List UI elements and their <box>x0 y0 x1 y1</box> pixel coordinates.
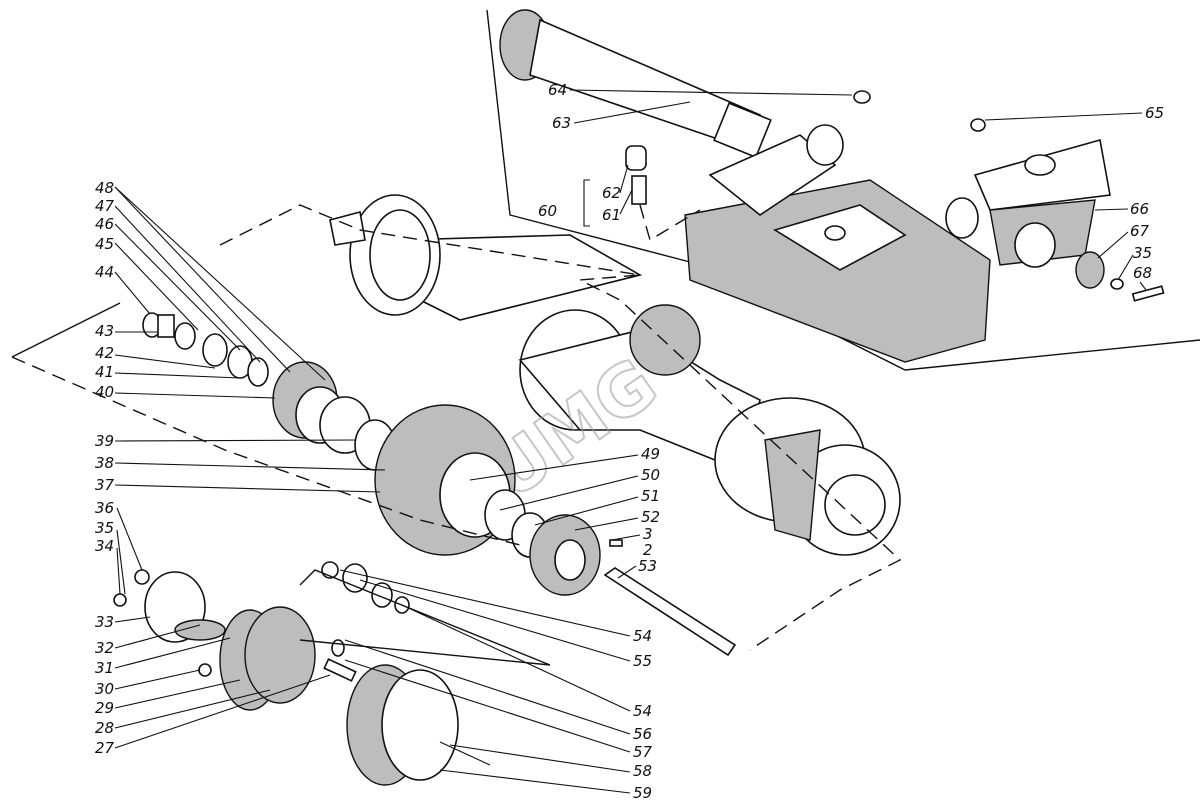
callout-57: 57 <box>633 743 653 761</box>
bolt-68 <box>1131 285 1165 302</box>
callout-61: 61 <box>602 206 621 224</box>
callout-46: 46 <box>95 215 114 233</box>
callout-60: 60 <box>538 202 557 220</box>
cover-67 <box>1075 251 1105 289</box>
callout-56: 56 <box>633 725 652 743</box>
assembly-line <box>299 569 551 666</box>
callout-67: 67 <box>1130 222 1150 240</box>
callout-55: 55 <box>633 652 652 670</box>
planetary-assembly <box>113 561 459 786</box>
breather-cap <box>625 145 647 171</box>
axle-housing <box>329 194 901 556</box>
assembly-line <box>11 302 121 358</box>
callout-63: 63 <box>552 114 571 132</box>
callout-35-right: 35 <box>1133 244 1152 262</box>
callout-48: 48 <box>95 179 114 197</box>
callout-68: 68 <box>1133 264 1152 282</box>
callout-64: 64 <box>548 81 567 99</box>
callout-59: 59 <box>633 784 652 802</box>
callout-54-upper: 54 <box>633 627 652 645</box>
callout-53: 53 <box>638 557 657 575</box>
callout-3: 3 <box>643 525 653 543</box>
axle-support <box>684 124 1111 363</box>
callout-27: 27 <box>95 739 115 757</box>
callout-58: 58 <box>633 762 652 780</box>
callout-40: 40 <box>95 383 114 401</box>
callout-2: 2 <box>643 541 653 559</box>
callout-37: 37 <box>95 476 115 494</box>
callout-31: 31 <box>95 659 114 677</box>
callout-36: 36 <box>95 499 114 517</box>
callout-28: 28 <box>95 719 114 737</box>
assembly-line <box>11 356 521 546</box>
grease-fitting-64 <box>853 90 871 104</box>
callout-35: 35 <box>95 519 114 537</box>
callout-32: 32 <box>95 639 114 657</box>
callout-41: 41 <box>95 363 114 381</box>
callout-50: 50 <box>641 466 660 484</box>
cardan-shaft <box>499 9 772 159</box>
washer-35 <box>1110 278 1124 290</box>
callout-66: 66 <box>1130 200 1149 218</box>
breather-body <box>631 175 647 205</box>
callout-44: 44 <box>95 263 114 281</box>
callout-54-lower: 54 <box>633 702 652 720</box>
callout-43: 43 <box>95 322 114 340</box>
callout-62: 62 <box>602 184 621 202</box>
callout-51: 51 <box>641 487 660 505</box>
wheel-hub-assembly <box>142 312 737 657</box>
callout-29: 29 <box>95 699 114 717</box>
callout-39: 39 <box>95 432 114 450</box>
callout-34: 34 <box>95 537 114 555</box>
callouts: 64 63 65 62 60 61 66 67 35 68 48 47 46 4… <box>95 81 1164 802</box>
assembly-line <box>639 204 701 242</box>
callout-33: 33 <box>95 613 114 631</box>
callout-47: 47 <box>95 197 115 215</box>
callout-38: 38 <box>95 454 114 472</box>
callout-45: 45 <box>95 235 114 253</box>
callout-42: 42 <box>95 344 114 362</box>
callout-65: 65 <box>1145 104 1164 122</box>
grease-fitting-65 <box>970 118 986 132</box>
callout-49: 49 <box>641 445 660 463</box>
callout-30: 30 <box>95 680 114 698</box>
callout-52: 52 <box>641 508 660 526</box>
assembly-line <box>219 204 902 651</box>
